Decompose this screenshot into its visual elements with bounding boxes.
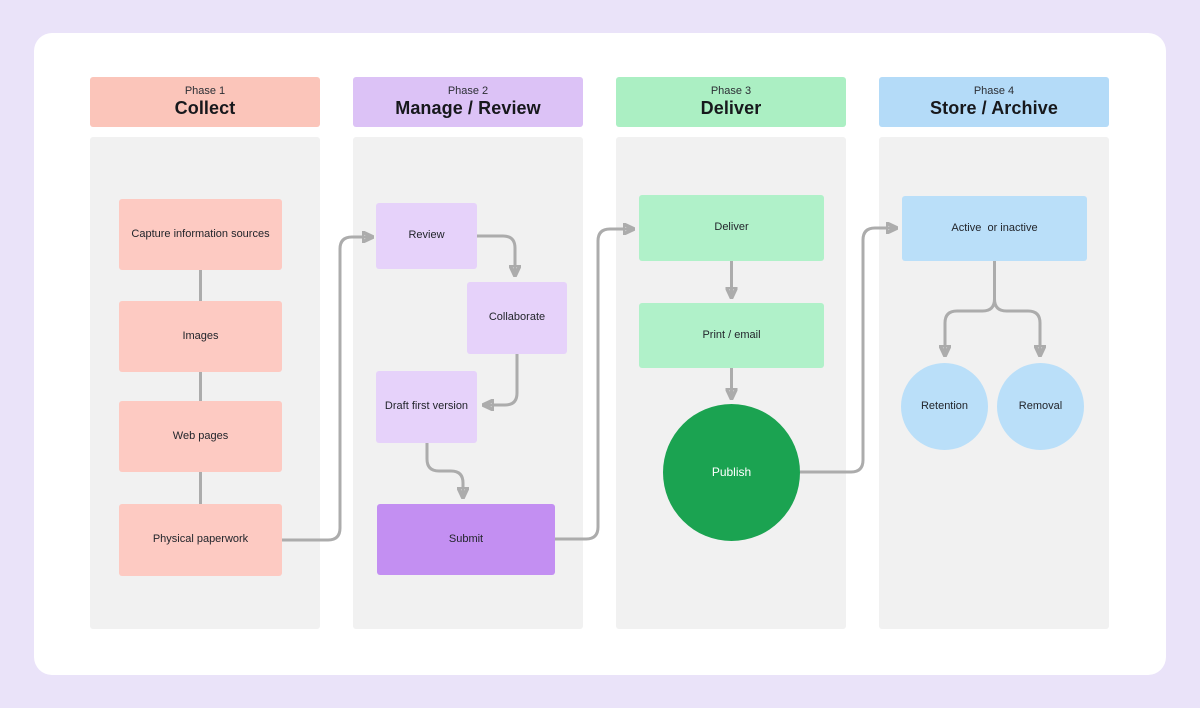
node-active-or-inactive[interactable]: Active or inactive — [902, 196, 1087, 261]
node-label: Removal — [1018, 399, 1063, 412]
phase-header-manage-review[interactable]: Phase 2 Manage / Review — [353, 77, 583, 127]
node-retention[interactable]: Retention — [901, 363, 988, 450]
node-deliver[interactable]: Deliver — [639, 195, 824, 261]
node-publish[interactable]: Publish — [663, 404, 800, 541]
phase-header-deliver[interactable]: Phase 3 Deliver — [616, 77, 846, 127]
node-label: Print / email — [702, 328, 761, 341]
node-label: Publish — [711, 465, 752, 479]
connector-submit-to-deliver — [555, 229, 633, 541]
phase-title: Manage / Review — [395, 97, 541, 118]
node-physical-paperwork[interactable]: Physical paperwork — [119, 504, 282, 576]
node-label: Images — [182, 329, 219, 342]
node-label: Draft first version — [384, 400, 469, 413]
node-label: Web pages — [172, 429, 229, 442]
phase-header-collect[interactable]: Phase 1 Collect — [90, 77, 320, 127]
phase-title: Store / Archive — [930, 97, 1058, 118]
connector-publish-to-active — [800, 228, 896, 474]
node-label: Deliver — [714, 221, 749, 234]
node-collaborate[interactable]: Collaborate — [467, 282, 567, 354]
phase-title: Deliver — [700, 97, 762, 118]
connector-active-to-removal — [993, 261, 1041, 355]
node-removal[interactable]: Removal — [997, 363, 1084, 450]
node-label: Physical paperwork — [152, 533, 249, 546]
node-images[interactable]: Images — [119, 301, 282, 372]
node-label: Submit — [448, 532, 484, 545]
node-capture-information-sources[interactable]: Capture information sources — [119, 199, 282, 270]
connector-review-to-collaborate — [477, 234, 515, 275]
node-print-email[interactable]: Print / email — [639, 303, 824, 368]
connector-collaborate-to-draft — [484, 354, 519, 405]
node-label: Retention — [920, 399, 969, 412]
node-label: Review — [408, 229, 445, 242]
connector-draft-to-submit — [425, 443, 463, 497]
node-web-pages[interactable]: Web pages — [119, 401, 282, 472]
phase-title: Collect — [174, 97, 236, 118]
node-label: Collaborate — [488, 311, 546, 324]
node-submit[interactable]: Submit — [377, 504, 555, 575]
node-label: Capture information sources — [131, 227, 270, 240]
phase-header-store-archive[interactable]: Phase 4 Store / Archive — [879, 77, 1109, 127]
connector-physical-paperwork-to-review — [282, 237, 372, 542]
phase-kicker: Phase 1 — [184, 84, 226, 97]
node-draft-first-version[interactable]: Draft first version — [376, 371, 477, 443]
phase-kicker: Phase 2 — [447, 84, 489, 97]
phase-kicker: Phase 4 — [973, 84, 1015, 97]
node-review[interactable]: Review — [376, 203, 477, 269]
connector-active-to-retention — [945, 261, 996, 355]
phase-kicker: Phase 3 — [710, 84, 752, 97]
node-label: Active or inactive — [951, 221, 1038, 234]
